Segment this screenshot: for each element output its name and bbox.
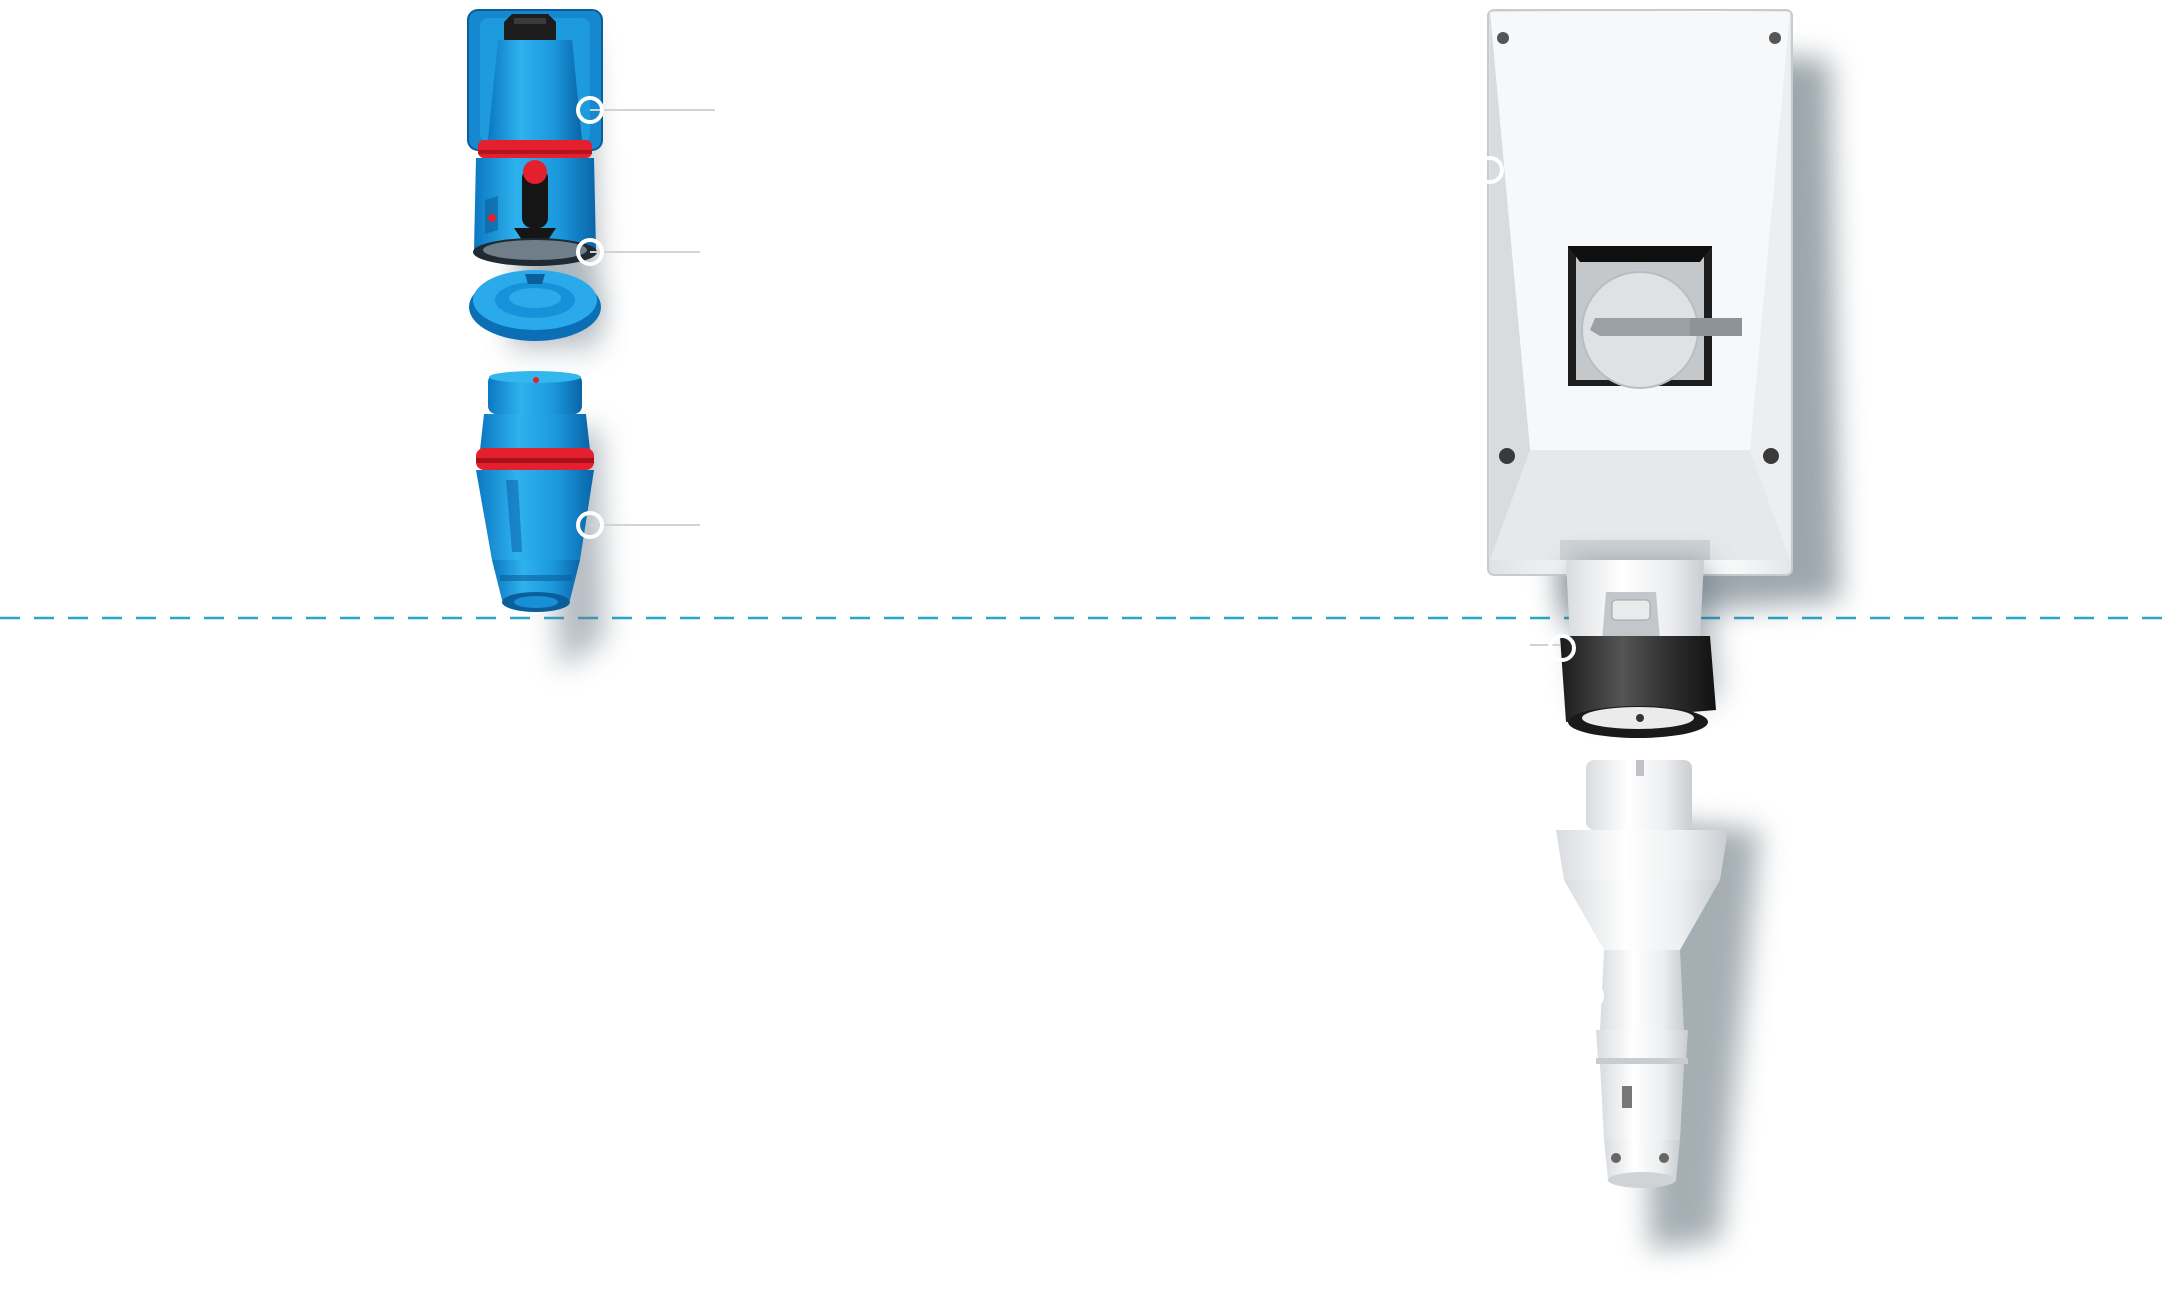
hotspot-ring-icon <box>576 511 604 539</box>
hotspot-black-locking-ring[interactable] <box>1548 634 1576 662</box>
hotspot-blue-socket-housing[interactable] <box>576 96 604 124</box>
switched-interlocked-socket-enclosure-icon <box>1487 9 1840 620</box>
hotspot-blue-plug[interactable] <box>576 511 604 539</box>
white-industrial-plug-icon <box>1556 760 1760 1250</box>
hotspot-ring-icon <box>576 96 604 124</box>
hotspot-ring-icon <box>1548 634 1576 662</box>
hotspot-blue-socket-face[interactable] <box>576 238 604 266</box>
hotspot-ring-icon <box>1476 156 1504 184</box>
callout-lines <box>590 109 1560 646</box>
hotspot-ring-icon <box>576 238 604 266</box>
hotspot-enclosure[interactable] <box>1476 156 1504 184</box>
hotspot-ring-icon <box>1576 982 1604 1010</box>
blue-socket-cap-icon <box>469 270 601 350</box>
blue-industrial-plug-icon <box>476 371 605 670</box>
hotspot-white-plug[interactable] <box>1576 982 1604 1010</box>
enclosure-socket-outlet <box>1560 560 1720 738</box>
